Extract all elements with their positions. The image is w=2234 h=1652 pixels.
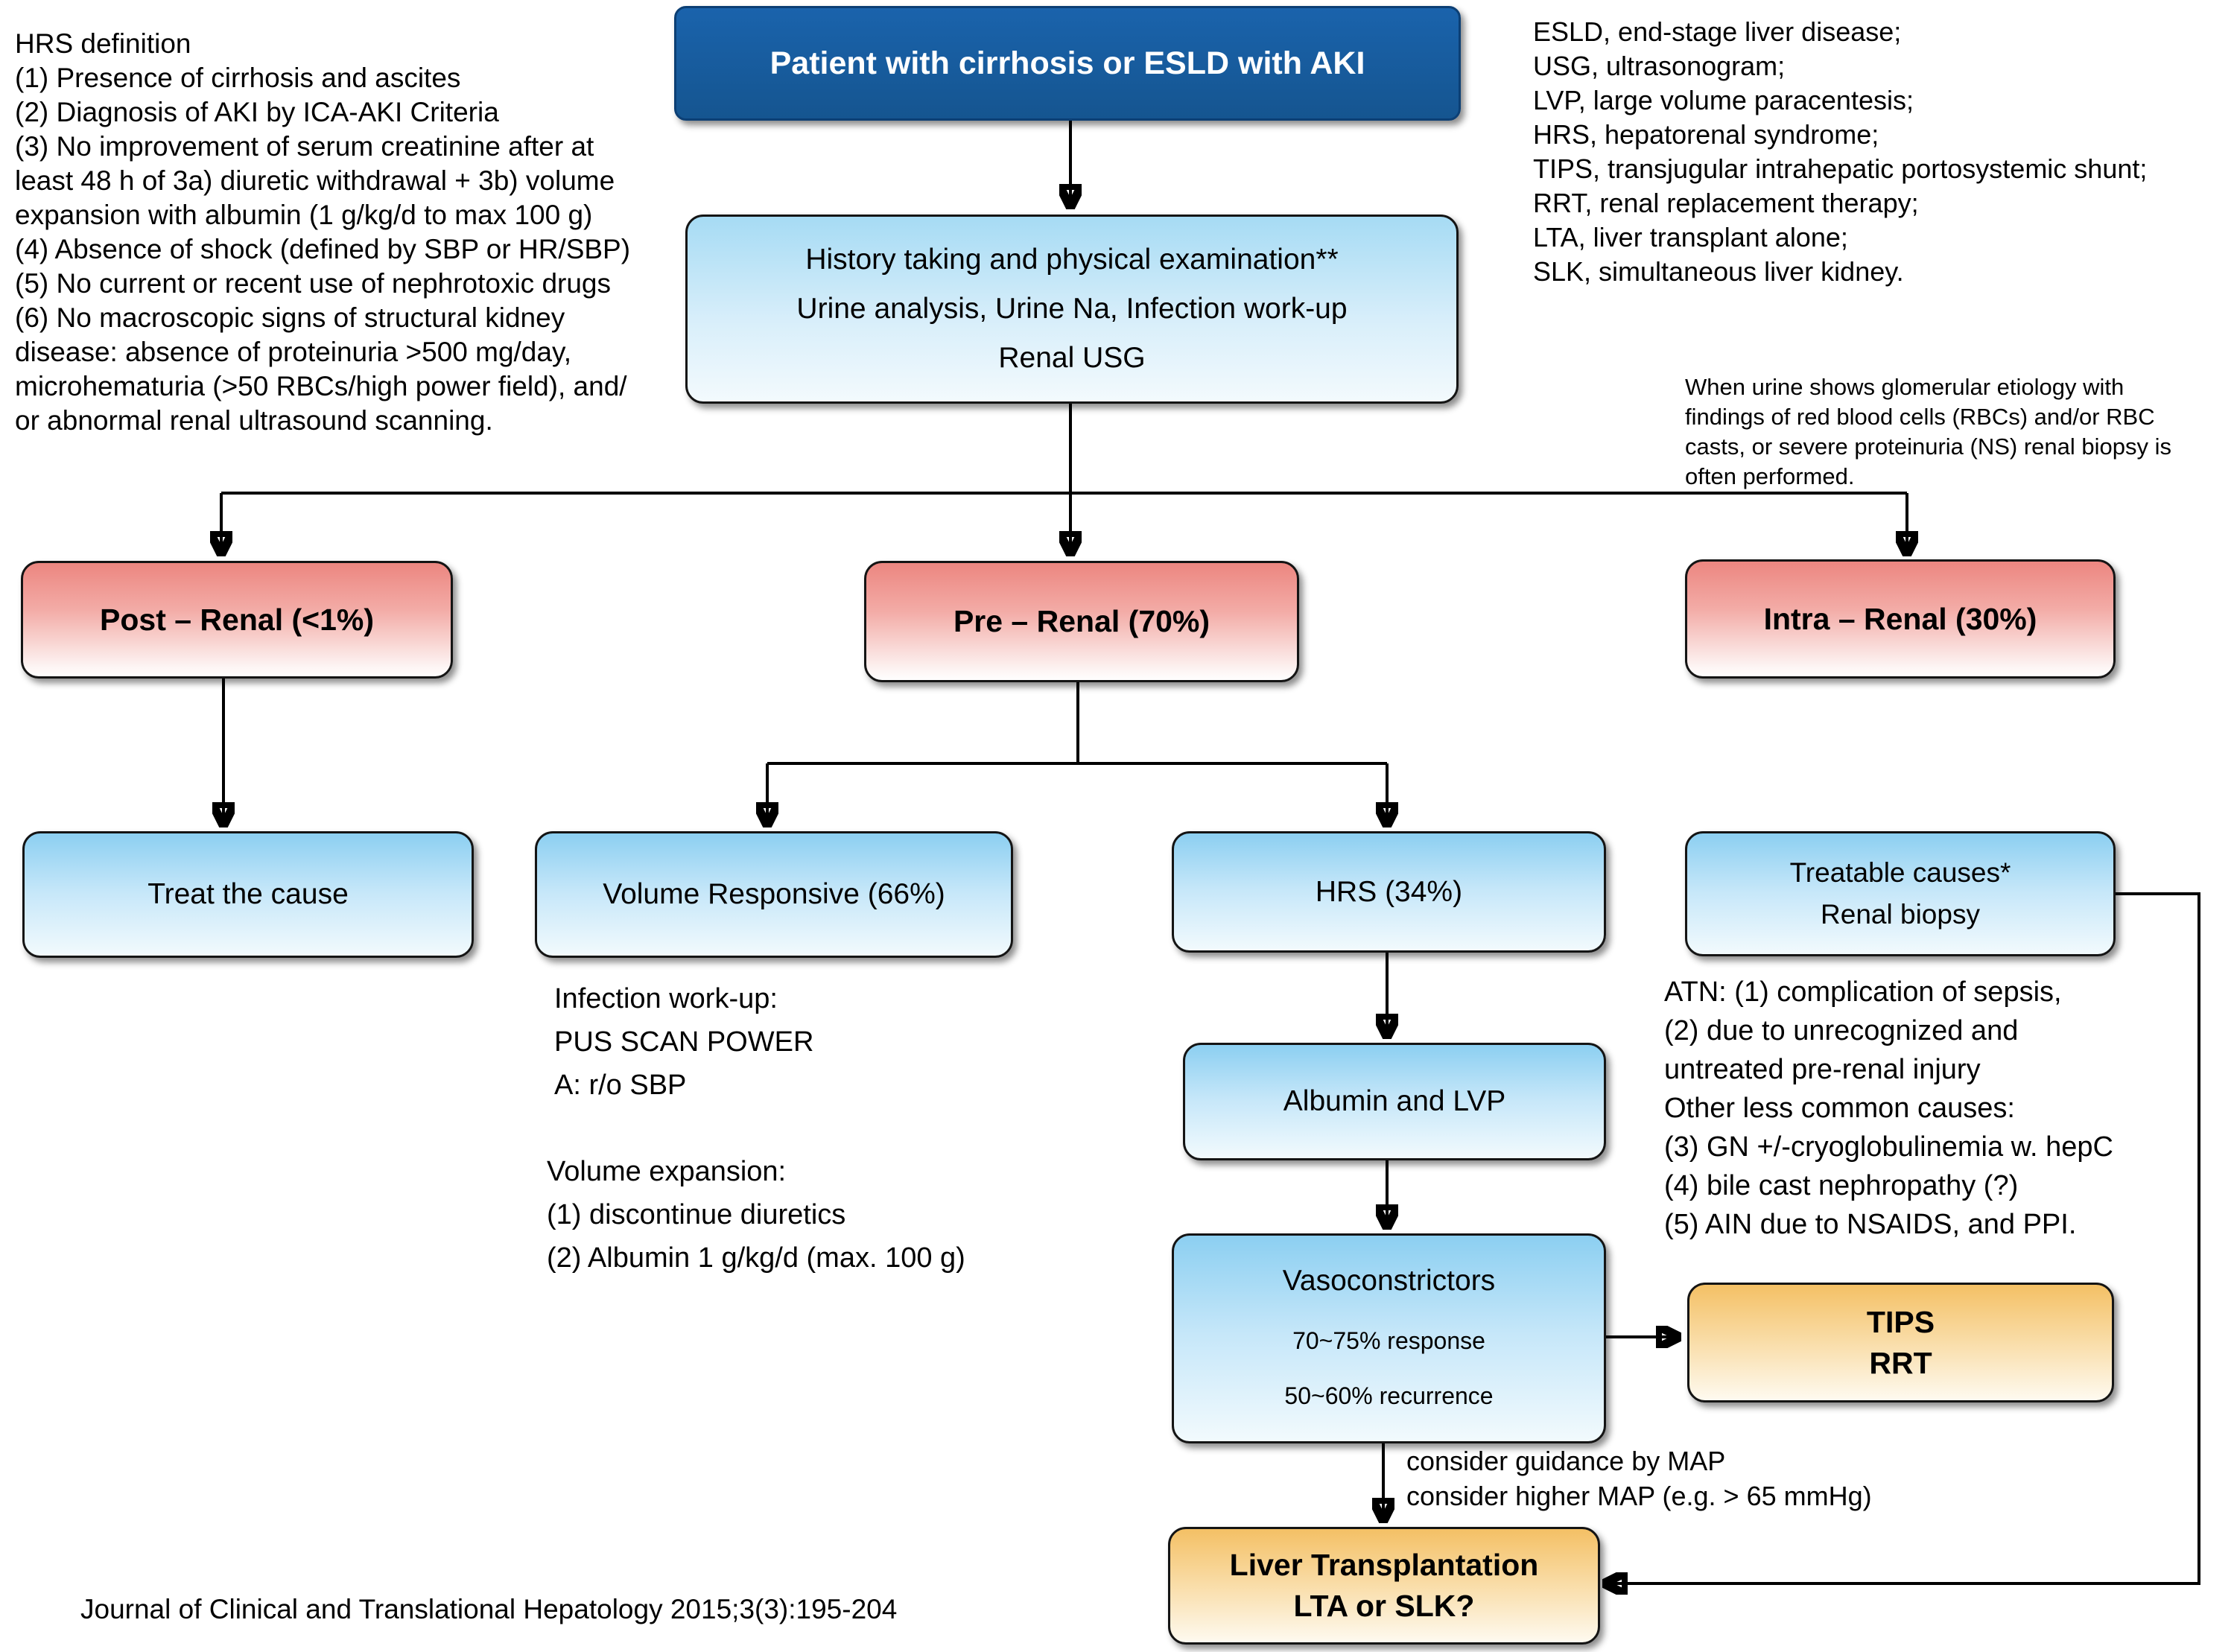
node-history-workup: History taking and physical examination*… (685, 215, 1459, 404)
infection-workup-note: Infection work-up: PUS SCAN POWER A: r/o… (554, 983, 814, 1101)
vasoconstrictors-recurrence-rate: 50~60% recurrence (1284, 1382, 1494, 1409)
node-label: Post – Renal (<1%) (100, 602, 374, 637)
vasoconstrictors-response-rate: 70~75% response (1292, 1327, 1485, 1354)
node-label: History taking and physical examination*… (796, 244, 1348, 374)
node-treat-the-cause: Treat the cause (22, 831, 474, 958)
hrs-definition-note: HRS definition (1) Presence of cirrhosis… (15, 28, 631, 436)
renal-biopsy-note: When urine shows glomerular etiology wit… (1685, 374, 2171, 489)
atn-causes-note: ATN: (1) complication of sepsis, (2) due… (1664, 976, 2113, 1240)
node-label: Volume Responsive (66%) (603, 878, 945, 910)
node-hrs: HRS (34%) (1172, 831, 1606, 953)
connector-treatable-causes-to-liver-transplant (1606, 892, 2200, 1583)
vasoconstrictors-title: Vasoconstrictors (1282, 1265, 1496, 1297)
node-label: Pre – Renal (70%) (953, 604, 1210, 638)
abbreviations-legend: ESLD, end-stage liver disease; USG, ultr… (1533, 16, 2148, 287)
volume-expansion-note: Volume expansion: (1) discontinue diuret… (547, 1156, 965, 1274)
node-tips-rrt: TIPS RRT (1687, 1283, 2114, 1402)
node-intra-renal: Intra – Renal (30%) (1685, 559, 2116, 679)
map-guidance-note: consider guidance by MAP consider higher… (1406, 1446, 1872, 1511)
node-label: Intra – Renal (30%) (1763, 601, 2037, 636)
node-vasoconstrictors: Vasoconstrictors 70~75% response 50~60% … (1172, 1233, 1606, 1443)
node-label-group: Vasoconstrictors 70~75% response 50~60% … (1174, 1260, 1604, 1417)
node-label: Albumin and LVP (1283, 1085, 1506, 1117)
node-label: Liver Transplantation LTA or SLK? (1229, 1548, 1539, 1623)
node-liver-transplantation: Liver Transplantation LTA or SLK? (1168, 1527, 1600, 1645)
node-post-renal: Post – Renal (<1%) (21, 561, 453, 679)
node-label: TIPS RRT (1866, 1304, 1935, 1380)
node-pre-renal: Pre – Renal (70%) (864, 561, 1299, 682)
journal-citation: Journal of Clinical and Translational He… (80, 1594, 898, 1624)
node-patient-cirrhosis-esld-aki: Patient with cirrhosis or ESLD with AKI (674, 6, 1461, 121)
node-label: Treat the cause (147, 878, 349, 910)
node-albumin-and-lvp: Albumin and LVP (1183, 1043, 1606, 1160)
node-volume-responsive: Volume Responsive (66%) (535, 831, 1013, 958)
node-treatable-causes-renal-biopsy: Treatable causes* Renal biopsy (1685, 831, 2116, 956)
node-label: Treatable causes* Renal biopsy (1789, 857, 2011, 930)
node-label: HRS (34%) (1315, 875, 1463, 908)
node-label: Patient with cirrhosis or ESLD with AKI (769, 45, 1365, 81)
